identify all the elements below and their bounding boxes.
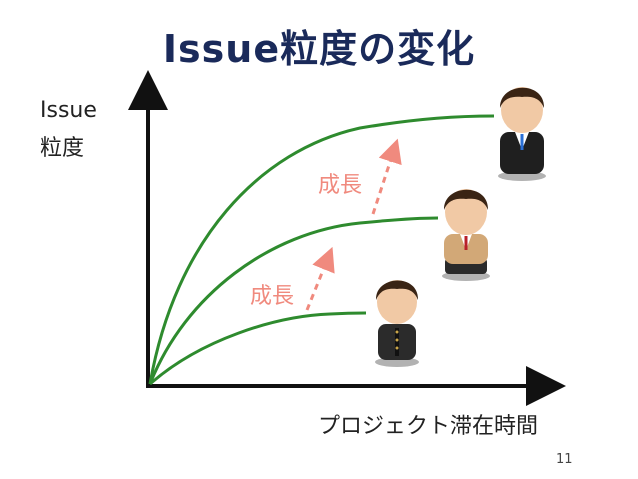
curve-top [148, 114, 495, 385]
growth-label-upper: 成長 [318, 173, 362, 198]
y-axis-label: Issue 粒度 [40, 92, 120, 168]
growth-arrow-upper [371, 138, 402, 215]
growth-arrow-lower [305, 246, 335, 311]
person-beige-blazer-icon [442, 189, 490, 281]
growth-label-lower: 成長 [250, 284, 294, 309]
y-axis-label-line2: 粒度 [40, 136, 85, 161]
x-axis-label: プロジェクト滞在時間 [318, 414, 539, 439]
person-black-uniform-icon [375, 280, 419, 367]
person-black-suit-icon [498, 87, 546, 181]
y-axis-label-line1: Issue [40, 98, 97, 123]
curve-bottom [149, 311, 367, 386]
curve-middle [148, 216, 439, 385]
page-number: 11 [556, 452, 573, 467]
slide-title: Issue粒度の変化 [162, 27, 476, 71]
